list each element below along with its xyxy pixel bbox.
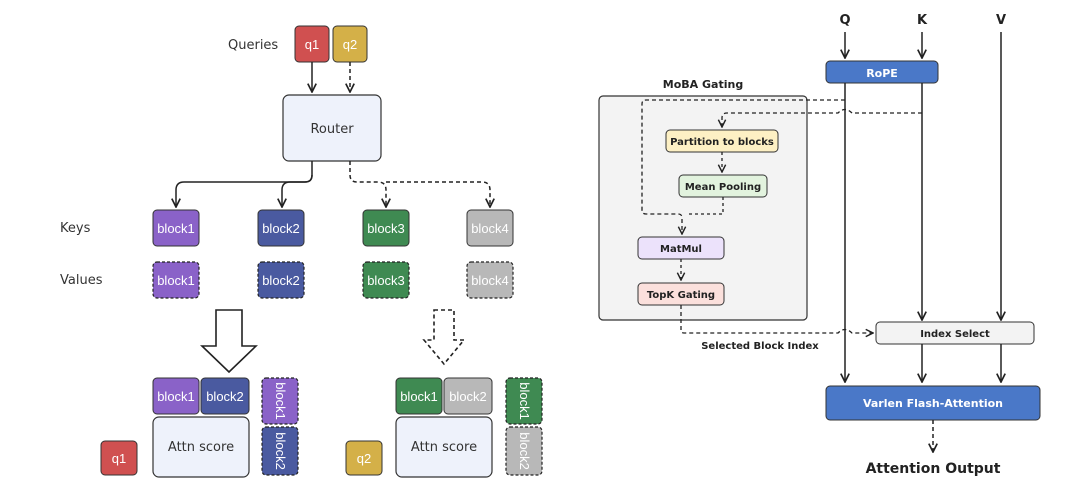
out2-value-block2-label: block2 [517, 432, 532, 470]
value-block3-label: block3 [367, 273, 405, 288]
out1-query-label: q1 [112, 451, 126, 466]
rope-box [825, 60, 939, 84]
out2-query-box [345, 440, 383, 476]
out1-query-box [100, 440, 138, 476]
out1-value-block1 [261, 377, 299, 425]
router-block2-arrow [282, 174, 313, 207]
out2-value-block1-label: block1 [517, 382, 532, 420]
topk-label: TopK Gating [647, 290, 715, 301]
out1-value-block2 [261, 426, 299, 476]
out1-key-block2-label: block2 [206, 389, 244, 404]
key-block2-label: block2 [262, 221, 300, 236]
router-box [282, 94, 382, 162]
value-block2-label: block2 [262, 273, 300, 288]
attention-output-label: Attention Output [866, 461, 1001, 477]
q-matmul-dashed-arrow [641, 99, 845, 234]
v-input-label: V [996, 13, 1006, 28]
key-block1-label: block1 [157, 221, 195, 236]
keys-label: Keys [60, 221, 91, 236]
q-input-label: Q [839, 13, 850, 28]
out2-value-block1 [505, 377, 543, 425]
rope-label: RoPE [866, 67, 898, 80]
key-block4 [466, 209, 514, 247]
out1-attn-score-label: Attn score [168, 440, 234, 455]
out2-attn-score-label: Attn score [411, 440, 477, 455]
matmul-label: MatMul [660, 244, 702, 255]
q2-label: q2 [343, 37, 357, 52]
dashed-down-arrow-icon [422, 309, 466, 366]
k-input-label: K [917, 13, 928, 28]
out2-key-block1-label: block1 [400, 389, 438, 404]
key-block4-label: block4 [471, 221, 509, 236]
key-block1 [152, 209, 200, 247]
value-block4 [466, 261, 514, 299]
out2-value-block2 [505, 426, 543, 476]
value-block4-label: block4 [471, 273, 509, 288]
partition-label: Partition to blocks [670, 137, 774, 148]
out2-key-block2-label: block2 [449, 389, 487, 404]
router-label: Router [310, 122, 354, 137]
out1-value-block2-label: block2 [273, 432, 288, 470]
out1-key-block2 [200, 377, 250, 415]
out1-key-block1 [152, 377, 200, 415]
value-block1 [152, 261, 200, 299]
queries-label: Queries [228, 38, 278, 53]
out2-query-label: q2 [357, 451, 371, 466]
selected-block-index-label: Selected Block Index [701, 341, 819, 352]
key-block2 [257, 209, 305, 247]
varlen-label: Varlen Flash-Attention [863, 397, 1003, 410]
value-block3 [362, 261, 410, 299]
key-block3 [362, 209, 410, 247]
out2-attn-score-box [395, 416, 493, 478]
moba-gating-title: MoBA Gating [663, 78, 743, 91]
out2-key-block1 [395, 377, 443, 415]
out1-attn-score-box [152, 416, 250, 478]
value-block1-label: block1 [157, 273, 195, 288]
router-block1-arrow [176, 161, 313, 207]
topk-index-select-arrow [680, 305, 873, 333]
values-label: Values [60, 273, 103, 288]
q1-label: q1 [305, 37, 319, 52]
index-select-label: Index Select [920, 329, 990, 340]
mean-pooling-label: Mean Pooling [685, 182, 761, 193]
out1-value-block1-label: block1 [273, 382, 288, 420]
router-block4-arrow [386, 181, 490, 207]
solid-down-arrow-icon [200, 309, 258, 374]
out2-key-block2 [443, 377, 493, 415]
k-partition-dashed-arrow [722, 108, 922, 128]
index-select-box [875, 321, 1035, 345]
key-block3-label: block3 [367, 221, 405, 236]
out1-key-block1-label: block1 [157, 389, 195, 404]
router-block3-arrow [349, 161, 386, 207]
value-block2 [257, 261, 305, 299]
